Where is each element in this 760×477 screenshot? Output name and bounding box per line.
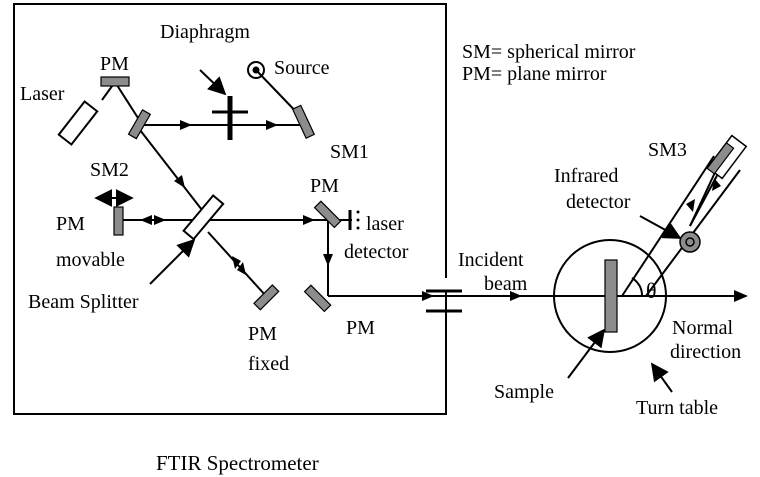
legend-pm: PM= plane mirror <box>462 63 607 85</box>
ir-detector-pointer <box>639 215 682 239</box>
pm-top-mirror <box>100 76 130 87</box>
diaphragm <box>212 96 248 140</box>
label-sm1: SM1 <box>330 141 369 163</box>
infrared-detector-icon <box>679 231 701 253</box>
label-diaphragm: Diaphragm <box>160 21 250 43</box>
beam-splitter-pointer <box>149 238 196 285</box>
laser-icon <box>57 100 99 146</box>
spectrometer-box <box>13 3 447 415</box>
turn-table-pointer <box>650 362 673 393</box>
label-pm-top: PM <box>100 53 129 75</box>
pm-movable-mirror <box>113 206 124 236</box>
beam-splitter <box>182 194 225 241</box>
label-sample: Sample <box>494 381 554 403</box>
label-laser: Laser <box>20 83 65 105</box>
label-pm-right-bottom: PM <box>346 317 375 339</box>
legend-sm: SM= spherical mirror <box>462 41 636 63</box>
turn-table <box>553 239 667 353</box>
label-sm2: SM2 <box>90 159 129 181</box>
diaphragm-pointer <box>199 69 227 96</box>
label-pm-movable-1: PM <box>56 213 85 235</box>
laser-detector-dots <box>356 210 360 230</box>
sample <box>604 259 618 333</box>
label-ir-detector-1: Infrared <box>554 165 618 187</box>
reflected-beam-2 <box>689 165 719 227</box>
label-incident-1: Incident <box>458 249 524 271</box>
label-theta: θ <box>646 278 657 303</box>
sm1-mirror <box>291 104 316 139</box>
label-normal-2: direction <box>670 341 741 363</box>
label-sm3: SM3 <box>648 139 687 161</box>
pm-fixed-mirror <box>253 284 280 311</box>
beam-pm-sm2 <box>114 81 139 119</box>
detector-arm-left <box>621 155 715 297</box>
source-icon <box>247 61 265 79</box>
label-pm-right-top: PM <box>310 175 339 197</box>
label-ir-detector-2: detector <box>566 191 631 213</box>
pm-right-bottom-mirror <box>303 284 332 313</box>
sample-pointer <box>567 328 606 379</box>
label-beam-splitter: Beam Splitter <box>28 291 139 313</box>
label-laser-detector-1: laser <box>366 213 404 235</box>
sm2-mirror <box>127 109 152 140</box>
label-laser-detector-2: detector <box>344 241 409 263</box>
label-incident-2: beam <box>484 273 528 295</box>
pm-right-top-mirror <box>313 200 342 229</box>
label-normal-1: Normal <box>672 317 734 339</box>
label-pm-fixed-2: fixed <box>248 353 289 375</box>
label-source: Source <box>274 57 330 79</box>
caption: FTIR Spectrometer <box>156 451 319 475</box>
label-turn-table: Turn table <box>636 397 718 419</box>
theta-arc <box>631 277 644 297</box>
label-pm-movable-2: movable <box>56 249 125 271</box>
label-pm-fixed-1: PM <box>248 323 277 345</box>
beam-sm2-splitter <box>139 129 203 211</box>
